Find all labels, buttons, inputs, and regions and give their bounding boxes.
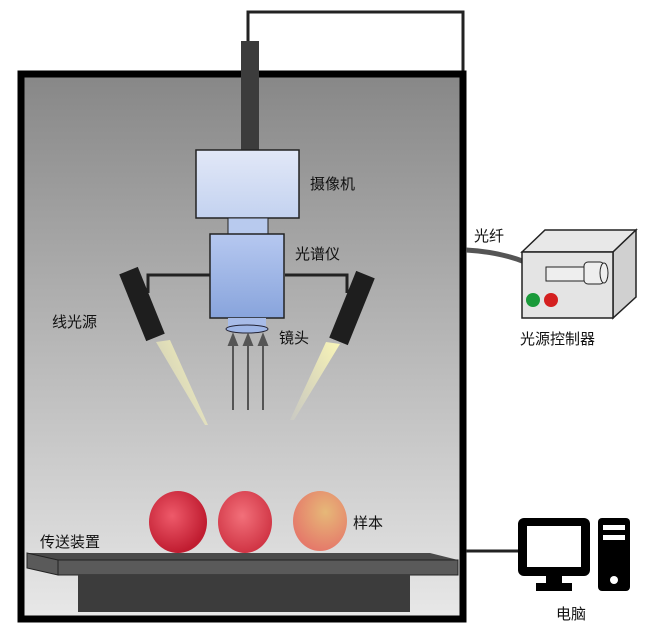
label-fiber: 光纤	[474, 227, 505, 245]
camera-body	[195, 149, 300, 219]
camera-cable	[246, 10, 465, 72]
light-beam-left	[156, 340, 208, 425]
button-red	[544, 293, 558, 307]
button-green	[526, 293, 540, 307]
spectrometer-body	[209, 233, 285, 319]
light-controller	[520, 228, 638, 320]
sample-apple-1	[149, 491, 207, 553]
conveyor-top	[27, 553, 458, 560]
camera-mount-pole	[241, 41, 259, 151]
light-bracket-right	[285, 273, 349, 293]
fiber-cable	[465, 247, 526, 265]
lens-barrel	[228, 318, 266, 328]
light-bracket	[146, 273, 210, 293]
label-conveyor: 传送装置	[40, 533, 101, 551]
label-spectrometer: 光谱仪	[295, 245, 341, 263]
sample-apple-3	[293, 491, 347, 551]
computer-icon	[518, 518, 630, 591]
camera-connector	[227, 217, 269, 235]
label-camera: 摄像机	[310, 175, 356, 193]
label-computer: 电脑	[556, 605, 587, 623]
conveyor-base	[78, 575, 410, 612]
line-light-right	[329, 270, 375, 346]
reflected-light-arrows	[227, 332, 269, 410]
line-light-left	[119, 266, 165, 342]
label-line-light: 线光源	[52, 313, 98, 331]
label-light-controller: 光源控制器	[520, 330, 596, 348]
label-sample: 样本	[353, 514, 384, 532]
conveyor-belt	[57, 559, 459, 576]
light-beam-right	[290, 342, 340, 420]
label-lens: 镜头	[279, 329, 310, 347]
lens	[225, 324, 269, 334]
sample-apple-2	[218, 491, 272, 553]
